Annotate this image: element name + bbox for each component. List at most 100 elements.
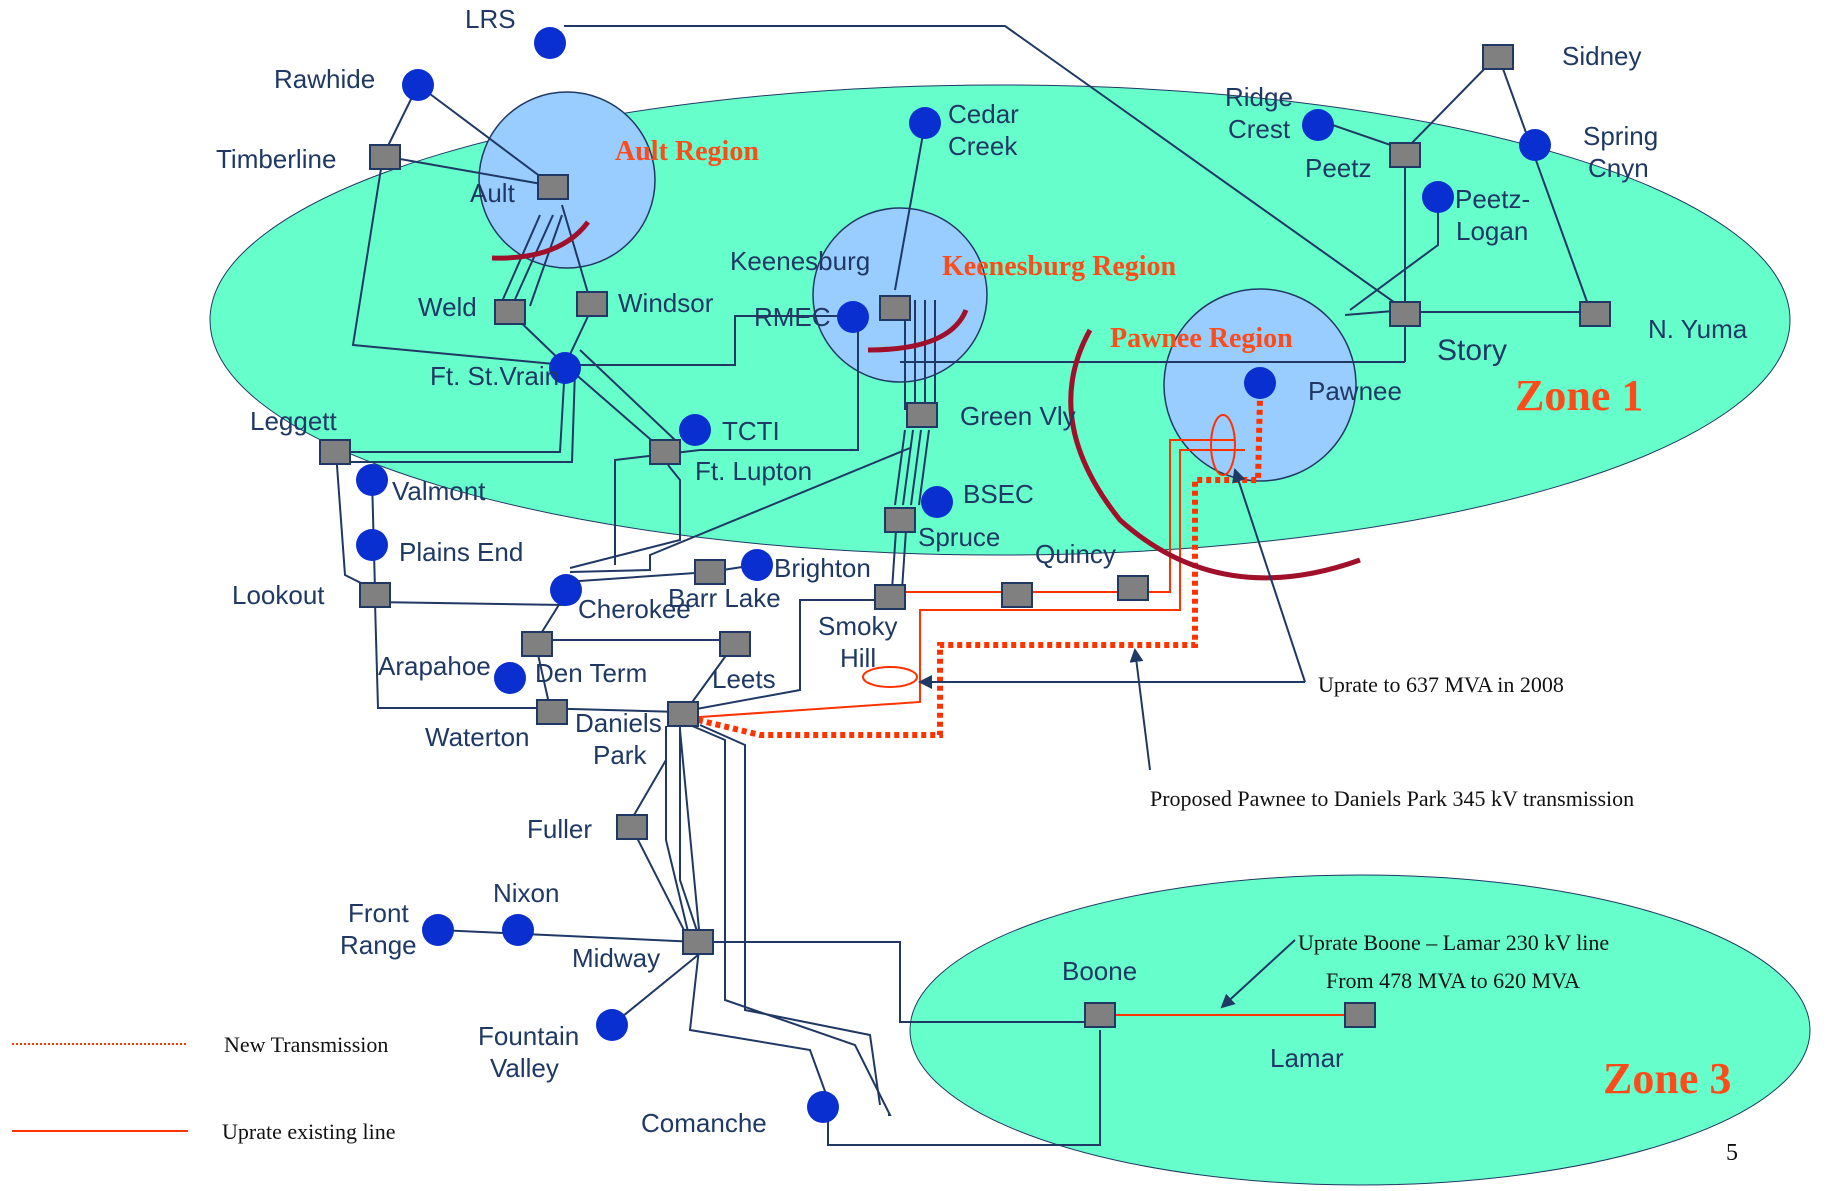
substation-story	[1389, 301, 1421, 327]
label-ft-lupton: Ft. Lupton	[695, 456, 812, 486]
generator-fountain-valley	[596, 1009, 628, 1041]
label-ft-st-vrain: Ft. St.Vrain	[430, 361, 559, 391]
generator-pawnee	[1244, 367, 1276, 399]
label-leets: Leets	[712, 664, 776, 694]
generator-comanche	[807, 1091, 839, 1123]
substation-timberline	[369, 144, 401, 170]
annotation-uprate-boone-1: Uprate Boone – Lamar 230 kV line	[1298, 930, 1609, 955]
generator-arapahoe	[494, 662, 526, 694]
generator-front-range	[422, 914, 454, 946]
arrow-uprate-637-to-pawnee	[1232, 468, 1306, 683]
label-leggett: Leggett	[250, 406, 338, 436]
substation-boone	[1084, 1002, 1116, 1028]
generator-plains-end	[356, 529, 388, 561]
label-nixon: Nixon	[493, 878, 559, 908]
label-n-yuma: N. Yuma	[1648, 314, 1748, 344]
generator-cherokee	[550, 574, 582, 606]
label-lrs: LRS	[465, 4, 516, 34]
label-midway: Midway	[572, 943, 660, 973]
label-fountain-valley-1: Fountain	[478, 1021, 579, 1051]
generator-rmec	[837, 301, 869, 333]
label-quincy: Quincy	[1035, 539, 1116, 569]
label-pawnee: Pawnee	[1308, 376, 1402, 406]
arrow-proposed-line	[1129, 648, 1151, 771]
label-sidney: Sidney	[1562, 41, 1642, 71]
label-lookout: Lookout	[232, 580, 325, 610]
annotation-proposed-pawnee: Proposed Pawnee to Daniels Park 345 kV t…	[1150, 786, 1634, 811]
new-transmission-lines	[697, 397, 1263, 738]
label-comanche: Comanche	[641, 1108, 767, 1138]
label-peetz: Peetz	[1305, 153, 1372, 183]
generators	[356, 27, 1551, 1123]
label-green-vly: Green Vly	[960, 401, 1076, 431]
annotation-uprate-637: Uprate to 637 MVA in 2008	[1318, 672, 1564, 697]
substation-quincy-b	[1117, 575, 1149, 601]
pawnee-region-arc	[1068, 328, 1361, 581]
uprate-lines	[684, 439, 1360, 1016]
substations	[319, 44, 1611, 1028]
substation-green-vly	[906, 402, 938, 428]
label-timberline: Timberline	[216, 144, 336, 174]
substation-n-yuma	[1579, 301, 1611, 327]
label-peetz-logan-1: Peetz-	[1455, 184, 1530, 214]
substation-ft-lupton	[649, 439, 681, 465]
label-fuller: Fuller	[527, 814, 592, 844]
generator-ridge-crest	[1302, 109, 1334, 141]
label-boone: Boone	[1062, 956, 1137, 986]
generator-ft-st-vrain	[549, 352, 581, 384]
label-daniels-park-2: Park	[593, 740, 647, 770]
legend-new-transmission-label: New Transmission	[224, 1032, 388, 1057]
ault-region-arc	[491, 220, 591, 261]
substation-fuller	[616, 814, 648, 840]
label-ridge-crest-1: Ridge	[1225, 82, 1293, 112]
label-barr-lake: Barr Lake	[668, 583, 781, 613]
label-bsec: BSEC	[963, 479, 1034, 509]
annotation-uprate-boone-2: From 478 MVA to 620 MVA	[1326, 968, 1580, 993]
generator-valmont	[356, 464, 388, 496]
generator-rawhide	[402, 69, 434, 101]
substation-waterton	[536, 699, 568, 725]
generator-nixon	[502, 914, 534, 946]
generator-tcti	[679, 414, 711, 446]
zone-3-area	[909, 874, 1811, 1186]
substation-keenesburg	[879, 295, 911, 321]
label-ault: Ault	[470, 178, 516, 208]
label-front-range-2: Range	[340, 930, 417, 960]
node-labels: LRS Rawhide Timberline Ault Weld Windsor…	[216, 4, 1748, 1138]
label-smoky-hill-1: Smoky	[818, 611, 897, 641]
label-spring-cnyn-2: Cnyn	[1588, 153, 1649, 183]
label-rawhide: Rawhide	[274, 64, 375, 94]
legend-uprate-label: Uprate existing line	[222, 1119, 396, 1144]
generator-spring-cnyn	[1519, 129, 1551, 161]
substation-barr-lake	[694, 559, 726, 585]
substation-lookout	[359, 582, 391, 608]
substation-ault	[537, 174, 569, 200]
uprate-marker-smoky-hill	[862, 666, 918, 688]
label-fountain-valley-2: Valley	[490, 1053, 559, 1083]
label-plains-end: Plains End	[399, 537, 523, 567]
substation-windsor	[576, 291, 608, 317]
generator-peetz-logan	[1422, 181, 1454, 213]
label-smoky-hill-2: Hill	[840, 643, 876, 673]
label-story: Story	[1437, 334, 1507, 367]
label-brighton: Brighton	[774, 553, 871, 583]
label-front-range-1: Front	[348, 898, 409, 928]
label-cherokee: Cherokee	[578, 594, 691, 624]
substation-midway	[682, 929, 714, 955]
label-peetz-logan-2: Logan	[1456, 216, 1528, 246]
label-zone-3: Zone 3	[1603, 1054, 1731, 1103]
label-tcti: TCTI	[722, 416, 780, 446]
substation-weld	[494, 299, 526, 325]
substation-quincy-a	[1001, 582, 1033, 608]
arrow-uprate-boone-lamar	[1220, 939, 1296, 1009]
generator-lrs	[534, 27, 566, 59]
label-spring-cnyn-1: Spring	[1583, 121, 1658, 151]
uprate-marker-pawnee	[1210, 414, 1236, 476]
label-weld: Weld	[418, 292, 477, 322]
substation-smoky-hill	[874, 584, 906, 610]
label-spruce: Spruce	[918, 522, 1000, 552]
label-zone-1: Zone 1	[1515, 371, 1643, 420]
label-daniels-park-1: Daniels	[575, 708, 662, 738]
label-rmec: RMEC	[754, 302, 831, 332]
